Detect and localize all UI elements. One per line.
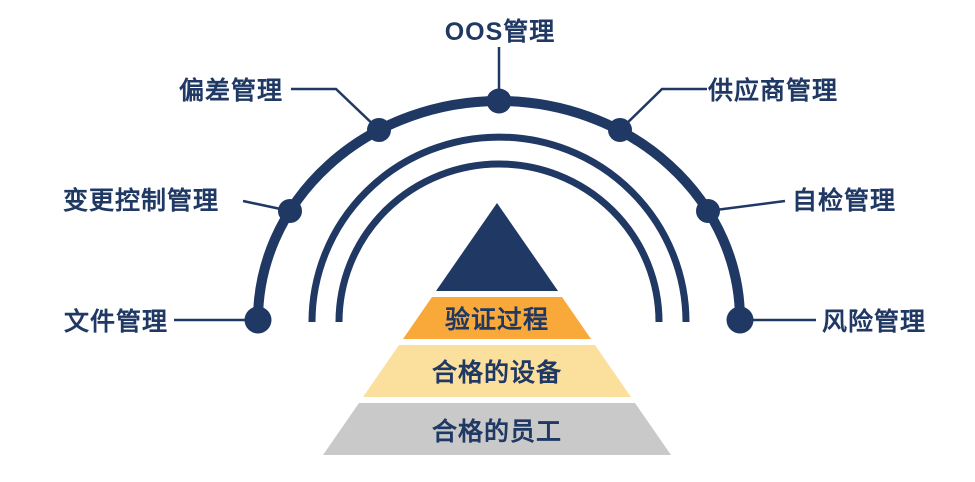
label-risk-management: 风险管理 bbox=[821, 308, 927, 336]
node-dot-oos bbox=[486, 88, 512, 114]
inner-ring-arc-1 bbox=[308, 133, 690, 323]
label-self-inspection-management: 自检管理 bbox=[791, 187, 897, 215]
label-document-management: 文件管理 bbox=[63, 308, 169, 336]
node-dot-change-control bbox=[278, 199, 302, 223]
node-dot-self-inspection bbox=[696, 199, 720, 223]
pyramid-level-staff bbox=[323, 403, 671, 455]
node-dot-deviation bbox=[367, 118, 391, 142]
node-dot-risk bbox=[726, 306, 754, 334]
label-deviation-management: 偏差管理 bbox=[178, 77, 284, 105]
pyramid-label-equipment: 合格的设备 bbox=[431, 359, 563, 387]
pyramid-level-validation bbox=[403, 297, 591, 339]
node-dot-supplier bbox=[608, 118, 632, 142]
pyramid-apex-triangle bbox=[436, 203, 558, 291]
pyramid-label-staff: 合格的员工 bbox=[431, 418, 563, 446]
connector-supplier bbox=[619, 87, 707, 131]
pyramid-level-equipment bbox=[363, 345, 631, 397]
inner-ring-arc-2 bbox=[335, 160, 663, 323]
node-dot-document bbox=[244, 306, 272, 334]
label-change-control-management: 变更控制管理 bbox=[62, 187, 220, 215]
connector-self-inspection bbox=[707, 199, 786, 213]
connector-deviation bbox=[291, 87, 380, 131]
pyramid-label-validation: 验证过程 bbox=[444, 306, 550, 334]
label-oos-management: OOS管理 bbox=[444, 18, 556, 46]
label-supplier-management: 供应商管理 bbox=[707, 77, 839, 105]
